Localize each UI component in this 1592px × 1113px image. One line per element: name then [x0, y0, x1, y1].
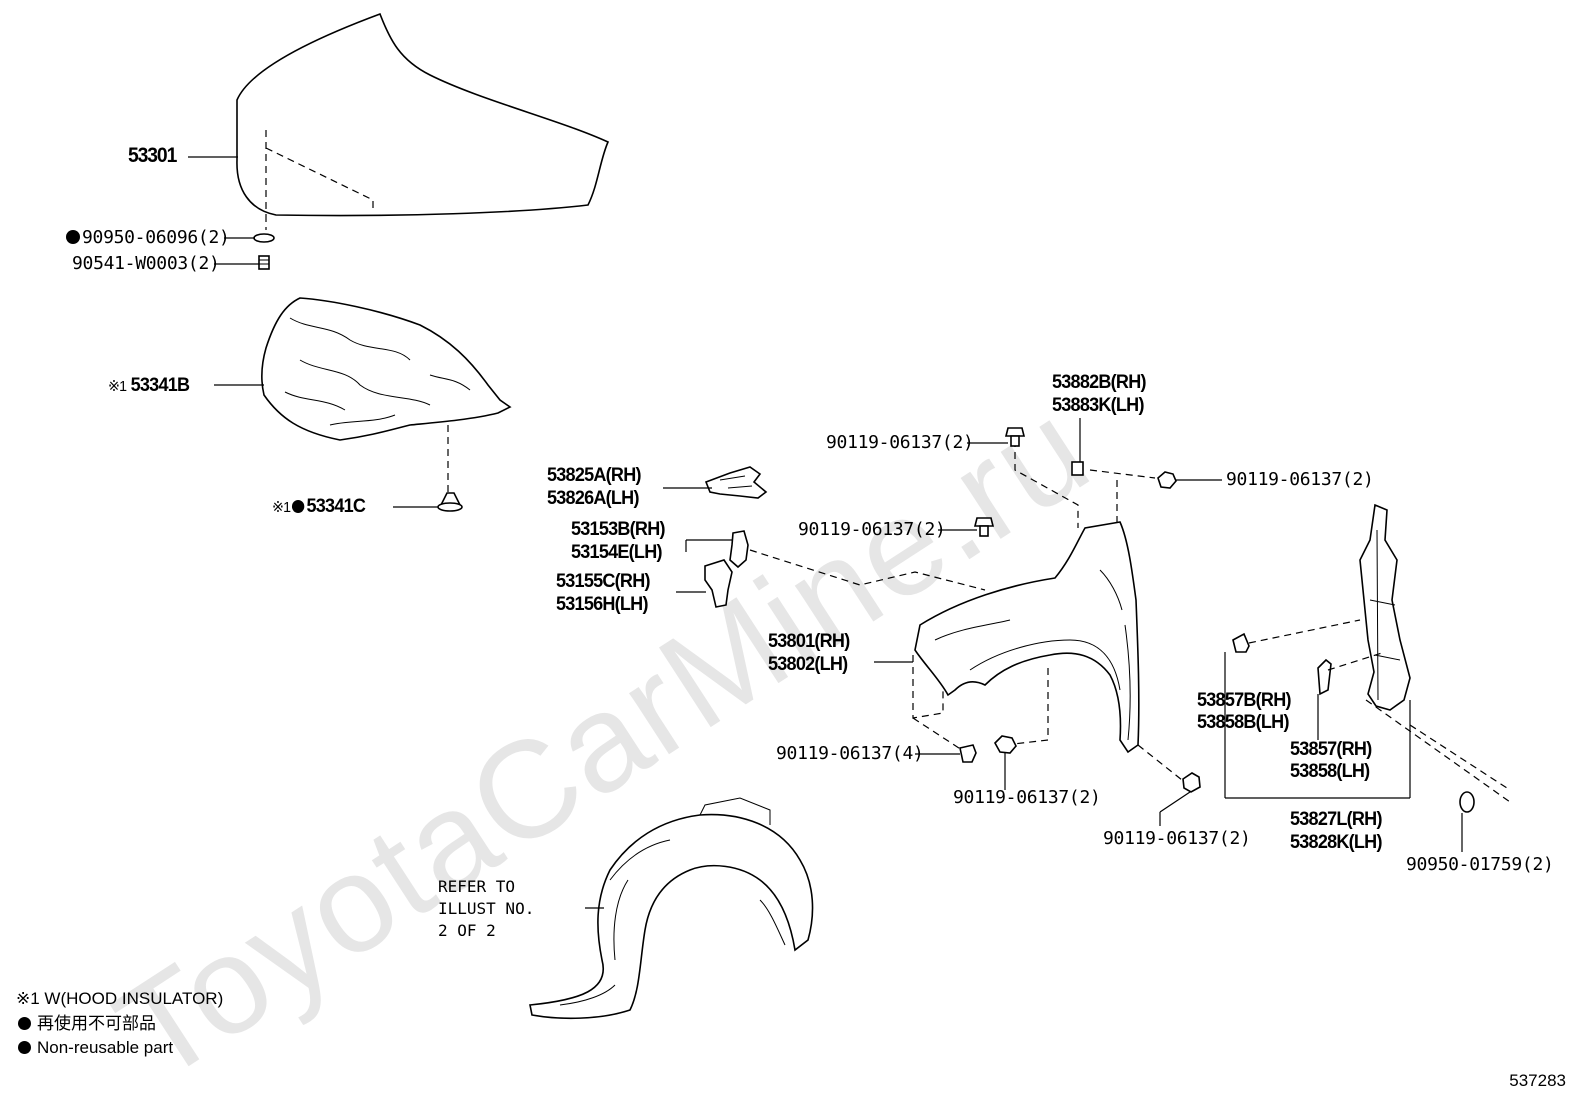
- legend-non-reusable-jp: 再使用不可部品: [37, 1014, 156, 1033]
- label-seal-rh: 53857(RH): [1290, 739, 1372, 760]
- label-insulator: 53341B: [130, 375, 190, 396]
- non-reusable-dot-icon: [18, 1041, 31, 1054]
- label-insulator-clip-mark: ※1: [272, 499, 291, 516]
- fender-part: [912, 440, 1183, 781]
- hood-part: [236, 12, 610, 270]
- label-protector-clip: 90950-01759(2): [1406, 854, 1554, 875]
- non-reusable-dot-icon: [66, 230, 80, 244]
- label-bracket-a-lh: 53826A(LH): [547, 488, 639, 509]
- label-pad-lh: 53858B(LH): [1197, 712, 1289, 733]
- label-pad-rh: 53857B(RH): [1197, 690, 1291, 711]
- label-bolt-front-mid: 90119-06137(2): [953, 787, 1101, 808]
- label-insulator-row: ※1 53341B: [108, 375, 190, 396]
- fender-protector-part: [1248, 503, 1511, 803]
- label-fender-seal-rh: 53882B(RH): [1052, 372, 1146, 393]
- label-insulator-clip: 53341C: [306, 496, 366, 517]
- fender-liner-part: [529, 797, 814, 1020]
- legend-non-reusable-jp-row: 再使用不可部品: [18, 1015, 156, 1032]
- reference-note: REFER TO ILLUST NO. 2 OF 2: [438, 877, 535, 940]
- label-bracket-c-rh: 53155C(RH): [556, 571, 650, 592]
- label-fender-rh: 53801(RH): [768, 631, 850, 652]
- label-hood: 53301: [128, 144, 177, 167]
- label-bolt-mid: 90119-06137(2): [798, 519, 946, 540]
- label-bracket-b-rh: 53153B(RH): [571, 519, 665, 540]
- label-insulator-clip-row: ※1 53341C: [272, 496, 366, 517]
- bracket-parts: [704, 466, 986, 608]
- label-hood-clip: 90950-06096(2): [82, 227, 230, 248]
- leader-lines: [188, 156, 1463, 909]
- label-bolt-right: 90119-06137(2): [1226, 469, 1374, 490]
- legend-non-reusable-en: Non-reusable part: [37, 1038, 174, 1057]
- hood-insulator-part: [261, 297, 512, 512]
- label-bracket-a-rh: 53825A(RH): [547, 465, 641, 486]
- non-reusable-dot-icon: [18, 1017, 31, 1030]
- label-bracket-c-lh: 53156H(LH): [556, 594, 648, 615]
- label-hood-cushion: 90541-W0003(2): [72, 253, 220, 274]
- label-fender-seal-lh: 53883K(LH): [1052, 395, 1144, 416]
- document-number: 537283: [1509, 1071, 1566, 1090]
- label-bolt-rear: 90119-06137(2): [1103, 828, 1251, 849]
- label-bracket-b-lh: 53154E(LH): [571, 542, 662, 563]
- label-hood-clip-row: 90950-06096(2): [66, 229, 230, 247]
- label-bolt-top: 90119-06137(2): [826, 432, 974, 453]
- fastener-parts: [959, 427, 1475, 813]
- legend-mark-note: ※1 W(HOOD INSULATOR): [16, 989, 224, 1008]
- label-insulator-mark: ※1: [108, 378, 127, 395]
- label-fender-lh: 53802(LH): [768, 654, 848, 675]
- label-protector-rh: 53827L(RH): [1290, 809, 1382, 830]
- label-protector-lh: 53828K(LH): [1290, 832, 1382, 853]
- legend-non-reusable-en-row: Non-reusable part: [18, 1039, 173, 1056]
- label-seal-lh: 53858(LH): [1290, 761, 1370, 782]
- non-reusable-dot-icon: [292, 500, 305, 513]
- label-bolt-front-left: 90119-06137(4): [776, 743, 924, 764]
